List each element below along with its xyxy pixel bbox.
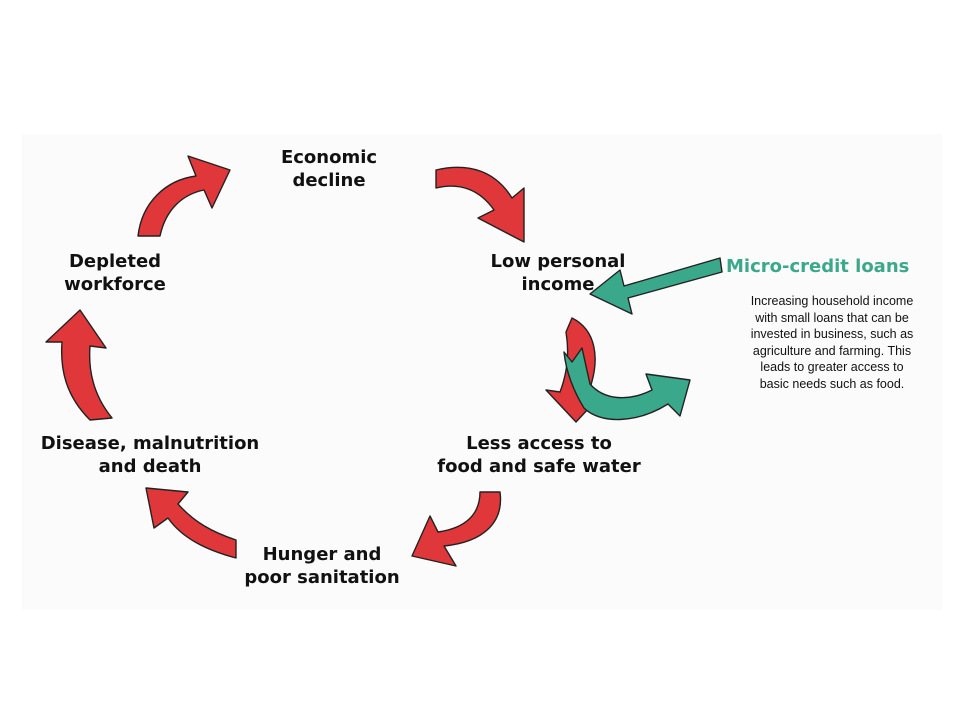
cycle-arrow-disease-to-workforce: [45, 309, 113, 421]
node-disease: Disease, malnutrition and death: [18, 432, 282, 478]
node-disease-line-1: Disease, malnutrition: [40, 433, 260, 454]
node-less-access: Less access to food and safe water: [414, 432, 664, 478]
node-economic-decline-line-2: decline: [292, 170, 366, 191]
node-hunger-line-2: poor sanitation: [244, 567, 400, 588]
callout-body-line: with small loans that can be: [755, 310, 909, 325]
callout-body-line: agriculture and farming. This: [752, 343, 912, 358]
cycle-arrow-workforce-to-economic: [137, 155, 231, 237]
callout-body-line: basic needs such as food.: [759, 376, 905, 391]
node-low-personal-income: Low personal income: [458, 250, 658, 296]
cycle-arrow-hunger-to-disease: [145, 487, 237, 559]
node-low-personal-income-line-2: income: [521, 274, 595, 295]
callout-body-line: leads to greater access to: [760, 360, 904, 374]
callout-title: Micro-credit loans: [726, 256, 910, 277]
node-less-access-line-1: Less access to: [466, 433, 612, 454]
node-disease-line-2: and death: [98, 456, 202, 477]
callout-body-line: invested in business, such as: [750, 327, 914, 341]
node-economic-decline-line-1: Economic: [280, 147, 378, 168]
callout-body-line: Increasing household income: [750, 294, 914, 308]
node-depleted-workforce-line-1: Depleted: [68, 251, 162, 272]
node-economic-decline: Economic decline: [229, 146, 429, 192]
node-hunger-line-1: Hunger and: [262, 544, 382, 565]
cycle-arrow-access-to-hunger: [411, 491, 502, 567]
micro-credit-diversion-arrow: [563, 347, 691, 421]
callout-body: Increasing household income with small l…: [723, 293, 941, 392]
micro-credit-pointer-arrow: [589, 257, 723, 315]
node-hunger: Hunger and poor sanitation: [222, 543, 422, 589]
cycle-arrow-economic-to-income: [435, 166, 525, 243]
node-depleted-workforce-line-2: workforce: [64, 274, 166, 295]
node-low-personal-income-line-1: Low personal: [490, 251, 626, 272]
node-less-access-line-2: food and safe water: [437, 456, 641, 477]
node-depleted-workforce: Depleted workforce: [40, 250, 190, 296]
